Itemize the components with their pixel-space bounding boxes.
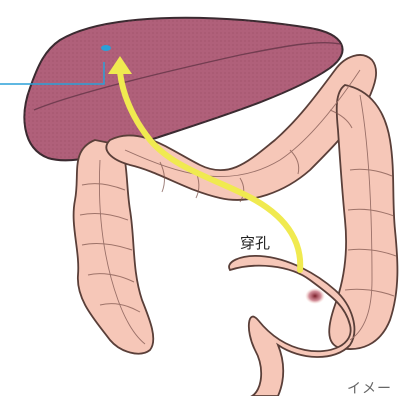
perforation-label: 穿孔 [240,232,270,253]
watermark-text: イメー [347,378,392,398]
perforation-site [305,288,325,304]
